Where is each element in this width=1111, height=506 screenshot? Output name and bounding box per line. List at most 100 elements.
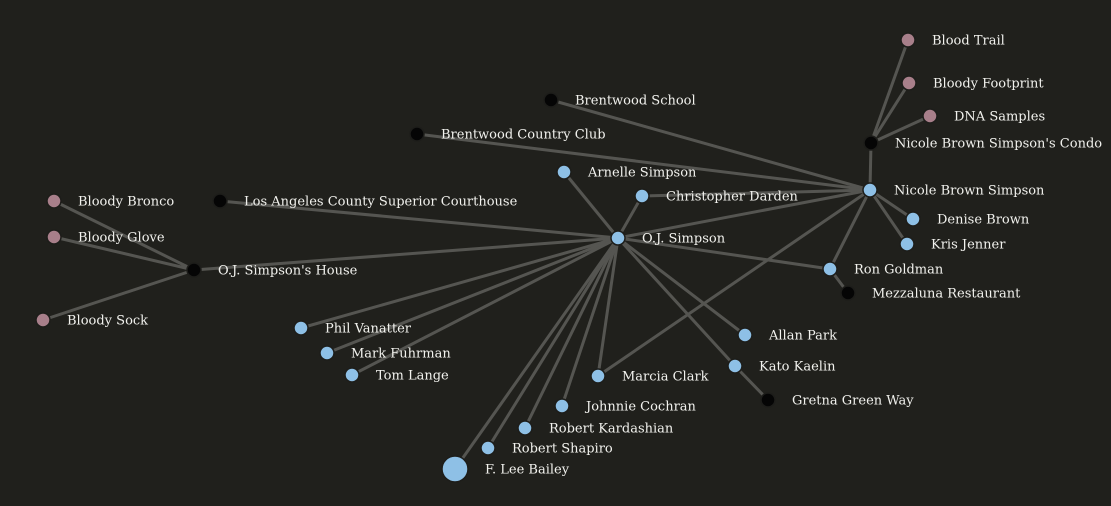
- evidence-node-circle[interactable]: [46, 193, 62, 209]
- node-label: Allan Park: [768, 329, 837, 344]
- place-node-circle[interactable]: [863, 135, 879, 151]
- person-node-circle[interactable]: [590, 368, 606, 384]
- node-kris[interactable]: Kris Jenner: [899, 236, 1006, 253]
- node-cochran[interactable]: Johnnie Cochran: [554, 398, 697, 415]
- person-node-circle[interactable]: [344, 367, 360, 383]
- node-country-club[interactable]: Brentwood Country Club: [409, 126, 606, 143]
- person-node-circle[interactable]: [480, 440, 496, 456]
- node-blood-trail[interactable]: Blood Trail: [900, 32, 1005, 49]
- node-glove[interactable]: Bloody Glove: [46, 229, 165, 246]
- person-node-circle[interactable]: [822, 261, 838, 277]
- edge-nicole-denise: [868, 188, 915, 221]
- edge-oj-shapiro: [486, 236, 620, 450]
- edge-oj-nicole: [616, 188, 872, 240]
- edge-oj-courthouse: [218, 199, 620, 240]
- node-arnelle[interactable]: Arnelle Simpson: [556, 164, 697, 181]
- node-allan[interactable]: Allan Park: [737, 327, 837, 344]
- person-node-circle[interactable]: [517, 420, 533, 436]
- person-node-circle[interactable]: [905, 211, 921, 227]
- place-node-circle[interactable]: [186, 262, 202, 278]
- node-label: Kato Kaelin: [759, 360, 836, 375]
- person-node-circle[interactable]: [554, 398, 570, 414]
- node-fuhrman[interactable]: Mark Fuhrman: [319, 345, 451, 362]
- evidence-node-circle[interactable]: [35, 312, 51, 328]
- node-label: Kris Jenner: [931, 238, 1006, 253]
- edge-oj-darden: [616, 194, 644, 240]
- person-node-circle[interactable]: [441, 455, 469, 483]
- node-oj[interactable]: O.J. Simpson: [610, 230, 726, 247]
- node-layer: O.J. Simpson Nicole Brown Simpson Nicole B…: [35, 32, 1102, 483]
- person-node-circle[interactable]: [610, 230, 626, 246]
- node-nicole[interactable]: Nicole Brown Simpson: [862, 182, 1045, 199]
- node-label: Arnelle Simpson: [587, 166, 697, 181]
- evidence-node-circle[interactable]: [46, 229, 62, 245]
- node-label: Phil Vanatter: [325, 322, 412, 337]
- person-node-circle[interactable]: [727, 358, 743, 374]
- place-node-circle[interactable]: [760, 392, 776, 408]
- node-clark[interactable]: Marcia Clark: [590, 368, 709, 385]
- person-node-circle[interactable]: [634, 188, 650, 204]
- node-school[interactable]: Brentwood School: [543, 92, 696, 109]
- evidence-node-circle[interactable]: [901, 75, 917, 91]
- node-bailey[interactable]: F. Lee Bailey: [441, 455, 570, 483]
- node-gretna[interactable]: Gretna Green Way: [760, 392, 914, 409]
- person-node-circle[interactable]: [293, 320, 309, 336]
- node-oj-house[interactable]: O.J. Simpson's House: [186, 262, 358, 279]
- edge-oj-fuhrman: [325, 236, 620, 355]
- node-vanatter[interactable]: Phil Vanatter: [293, 320, 412, 337]
- person-node-circle[interactable]: [319, 345, 335, 361]
- node-lange[interactable]: Tom Lange: [344, 367, 449, 384]
- edge-nicole-darden: [640, 188, 872, 198]
- node-denise[interactable]: Denise Brown: [905, 211, 1030, 228]
- edge-kato-gretna: [733, 364, 770, 402]
- edge-oj-kato: [616, 236, 737, 368]
- edge-oj_house-sock: [41, 268, 196, 322]
- node-dna[interactable]: DNA Samples: [922, 108, 1045, 125]
- node-sock[interactable]: Bloody Sock: [35, 312, 148, 329]
- node-condo[interactable]: Nicole Brown Simpson's Condo: [863, 135, 1102, 152]
- edge-oj-clark: [596, 236, 620, 378]
- node-label: O.J. Simpson's House: [218, 264, 358, 279]
- evidence-node-circle[interactable]: [900, 32, 916, 48]
- person-node-circle[interactable]: [862, 182, 878, 198]
- node-label: Bloody Bronco: [78, 195, 174, 210]
- node-label: O.J. Simpson: [642, 232, 726, 247]
- node-bronco[interactable]: Bloody Bronco: [46, 193, 174, 210]
- node-courthouse[interactable]: Los Angeles County Superior Courthouse: [212, 193, 518, 210]
- place-node-circle[interactable]: [212, 193, 228, 209]
- edge-condo-bloody_footprint: [869, 81, 911, 145]
- edge-oj-kardashian: [523, 236, 620, 430]
- edge-oj_house-bronco: [52, 199, 196, 272]
- evidence-node-circle[interactable]: [922, 108, 938, 124]
- edge-oj-cochran: [560, 236, 620, 408]
- node-label: Brentwood School: [575, 94, 696, 109]
- edge-oj-lange: [350, 236, 620, 377]
- node-kardashian[interactable]: Robert Kardashian: [517, 420, 674, 437]
- node-kato[interactable]: Kato Kaelin: [727, 358, 836, 375]
- edge-oj-ron: [616, 236, 832, 271]
- node-darden[interactable]: Christopher Darden: [634, 188, 799, 205]
- place-node-circle[interactable]: [543, 92, 559, 108]
- node-shapiro[interactable]: Robert Shapiro: [480, 440, 613, 457]
- node-ron[interactable]: Ron Goldman: [822, 261, 944, 278]
- node-label: Gretna Green Way: [792, 394, 914, 409]
- person-node-circle[interactable]: [556, 164, 572, 180]
- place-node-circle[interactable]: [840, 285, 856, 301]
- node-mezzaluna[interactable]: Mezzaluna Restaurant: [840, 285, 1021, 302]
- edge-oj-vanatter: [299, 236, 620, 330]
- node-label: Christopher Darden: [666, 190, 799, 205]
- node-bloody-footprint[interactable]: Bloody Footprint: [901, 75, 1044, 92]
- node-label: Marcia Clark: [622, 370, 709, 385]
- person-node-circle[interactable]: [737, 327, 753, 343]
- place-node-circle[interactable]: [409, 126, 425, 142]
- edge-oj-bailey: [453, 236, 620, 471]
- edge-oj-allan: [616, 236, 747, 337]
- person-node-circle[interactable]: [899, 236, 915, 252]
- node-label: DNA Samples: [954, 110, 1045, 125]
- node-label: Bloody Glove: [78, 231, 165, 246]
- node-label: Robert Shapiro: [512, 442, 613, 457]
- edge-layer: [41, 38, 932, 471]
- node-label: Bloody Sock: [67, 314, 148, 329]
- node-label: Bloody Footprint: [933, 77, 1044, 92]
